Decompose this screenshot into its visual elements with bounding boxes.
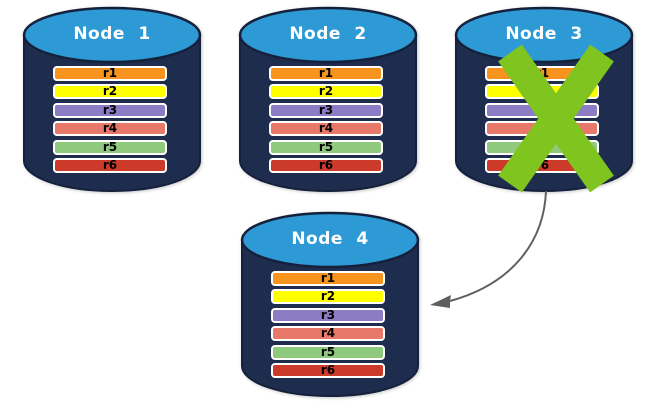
replica-row-r1: r1 (271, 271, 385, 286)
replica-row-r6: r6 (53, 158, 167, 173)
replica-row-r4: r4 (485, 121, 599, 136)
node-1: Node 1 r1 r2 r3 r4 r5 r6 (22, 3, 202, 195)
node-3: Node 3 r1 r2 r3 r4 r5 r6 (454, 3, 634, 195)
replica-row-r4: r4 (53, 121, 167, 136)
node-2: Node 2 r1 r2 r3 r4 r5 r6 (238, 3, 418, 195)
replica-row-r3: r3 (53, 103, 167, 118)
replica-row-r3: r3 (271, 308, 385, 323)
node-label: Node 2 (289, 24, 367, 44)
replica-row-r2: r2 (269, 84, 383, 99)
replica-row-r1: r1 (53, 66, 167, 81)
replica-row-r6: r6 (269, 158, 383, 173)
replica-row-r6: r6 (485, 158, 599, 173)
node-label: Node 3 (505, 24, 583, 44)
replica-row-r2: r2 (271, 289, 385, 304)
replica-row-r5: r5 (271, 345, 385, 360)
replica-row-r3: r3 (485, 103, 599, 118)
node-label: Node 1 (73, 24, 151, 44)
replica-row-r3: r3 (269, 103, 383, 118)
replica-row-r4: r4 (271, 326, 385, 341)
replica-row-r1: r1 (485, 66, 599, 81)
replica-row-r2: r2 (53, 84, 167, 99)
replica-row-r5: r5 (485, 140, 599, 155)
node-4: Node 4 r1 r2 r3 r4 r5 r6 (240, 208, 420, 400)
replica-row-r2: r2 (485, 84, 599, 99)
replica-row-r5: r5 (269, 140, 383, 155)
replica-row-r6: r6 (271, 363, 385, 378)
replica-row-r5: r5 (53, 140, 167, 155)
node-label: Node 4 (291, 229, 369, 249)
replica-row-r4: r4 (269, 121, 383, 136)
replica-row-r1: r1 (269, 66, 383, 81)
